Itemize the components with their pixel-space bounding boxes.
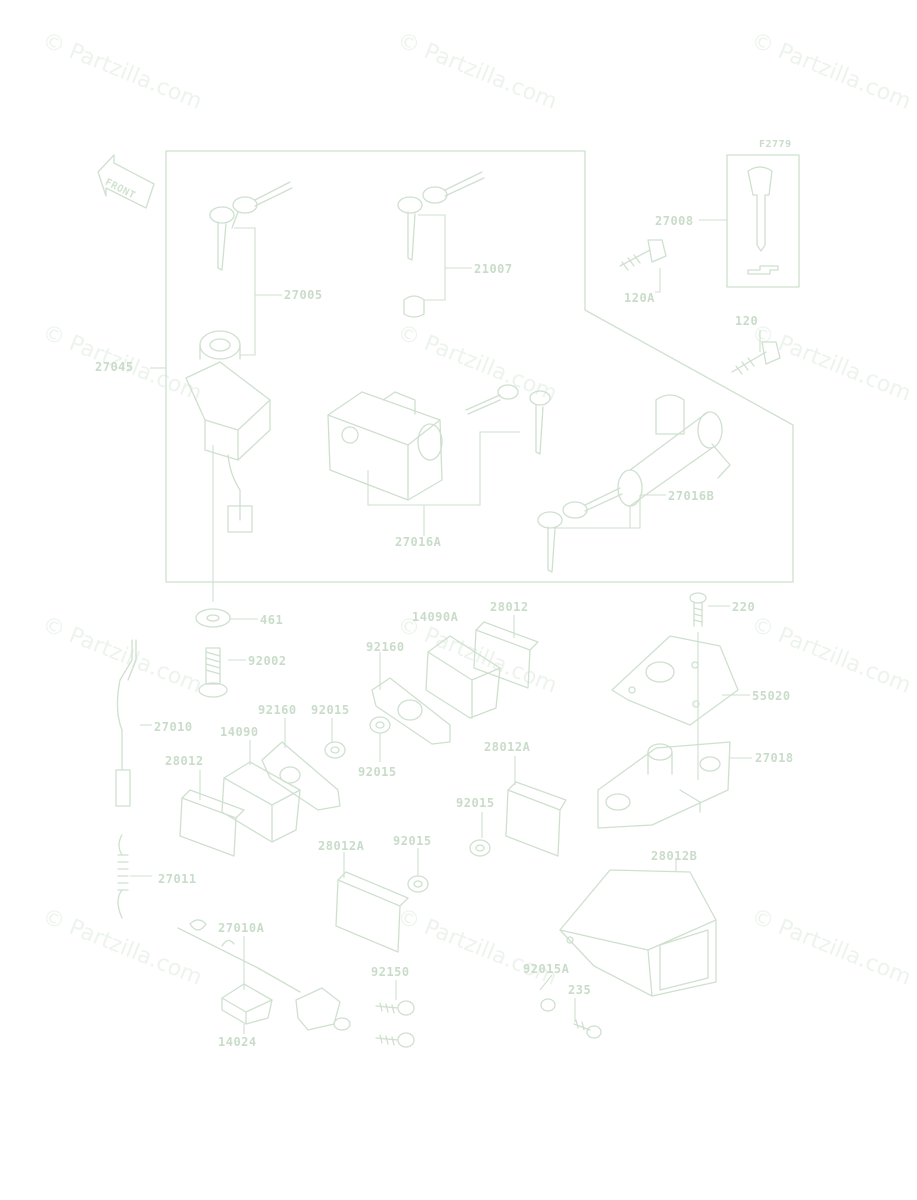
cover-28012B	[559, 869, 717, 997]
part-label-461[interactable]: 461	[260, 613, 284, 627]
nut-92015-a	[324, 741, 346, 759]
part-label-14024[interactable]: 14024	[218, 1035, 257, 1049]
lens-28012-left	[179, 789, 245, 857]
part-label-92002[interactable]: 92002	[248, 654, 287, 668]
part-label-92150[interactable]: 92150	[371, 965, 410, 979]
wire-27010	[115, 639, 137, 807]
housing-14090A	[425, 635, 501, 719]
part-label-27005[interactable]: 27005	[284, 288, 323, 302]
part-label-27016A[interactable]: 27016A	[395, 535, 442, 549]
key-27005	[209, 181, 293, 271]
screw-235	[573, 1019, 602, 1039]
part-label-92015A[interactable]: 92015A	[523, 962, 570, 976]
nut-92015-b	[369, 716, 391, 734]
screw-92150-a	[375, 1000, 415, 1016]
part-label-92160-mid[interactable]: 92160	[258, 703, 297, 717]
part-label-92015-a[interactable]: 92015	[311, 703, 350, 717]
switch-assembly	[295, 987, 351, 1031]
part-label-55020[interactable]: 55020	[752, 689, 791, 703]
housing-14090	[221, 761, 301, 843]
washer-461	[195, 608, 231, 628]
nut-92015A	[540, 998, 556, 1012]
frame-outline	[165, 150, 794, 583]
lock-27016B	[617, 394, 731, 507]
bracket-27018	[597, 741, 731, 829]
bolt-92002	[198, 647, 228, 698]
part-label-28012-left[interactable]: 28012	[165, 754, 204, 768]
plate-55020	[611, 635, 739, 726]
part-label-92015-c[interactable]: 92015	[456, 796, 495, 810]
nut-92015-d	[407, 875, 429, 893]
nut-92015-c	[469, 839, 491, 857]
part-label-120[interactable]: 120	[735, 314, 759, 328]
part-label-120A[interactable]: 120A	[624, 291, 655, 305]
part-label-28012A-mid[interactable]: 28012A	[318, 839, 365, 853]
part-label-28012-top[interactable]: 28012	[490, 600, 529, 614]
screw-220	[689, 592, 707, 627]
part-label-28012B[interactable]: 28012B	[651, 849, 698, 863]
bracket-92160-mid	[261, 741, 341, 811]
lens-28012-top	[473, 621, 539, 689]
screw-120	[731, 341, 781, 375]
screw-120A	[619, 239, 667, 271]
part-label-27018[interactable]: 27018	[755, 751, 794, 765]
wire-27010A	[177, 919, 301, 993]
part-label-220[interactable]: 220	[732, 600, 756, 614]
part-label-14090A[interactable]: 14090A	[412, 610, 459, 624]
part-label-27010[interactable]: 27010	[154, 720, 193, 734]
key-21007	[397, 171, 485, 261]
leader-lines	[130, 214, 761, 1034]
part-label-92015-b[interactable]: 92015	[358, 765, 397, 779]
screw-92150-b	[375, 1032, 415, 1048]
part-label-27045[interactable]: 27045	[95, 360, 134, 374]
part-label-27008[interactable]: 27008	[655, 214, 694, 228]
spring-27011	[117, 834, 129, 919]
part-label-14090[interactable]: 14090	[220, 725, 259, 739]
key-icon	[747, 166, 773, 252]
part-label-27011[interactable]: 27011	[158, 872, 197, 886]
part-label-21007[interactable]: 21007	[474, 262, 513, 276]
front-arrow	[97, 154, 155, 209]
diagram-code: F2779	[759, 139, 792, 150]
lock-27016A	[327, 391, 443, 501]
part-label-27010A[interactable]: 27010A	[218, 921, 265, 935]
lens-28012A-right	[505, 781, 567, 857]
part-label-92160-top[interactable]: 92160	[366, 640, 405, 654]
bracket-92160-top	[371, 677, 451, 745]
switch-14024	[221, 983, 273, 1025]
part-label-28012A-right[interactable]: 28012A	[484, 740, 531, 754]
lens-28012A-mid	[335, 871, 409, 953]
part-label-27016B[interactable]: 27016B	[668, 489, 715, 503]
part-label-92015-d[interactable]: 92015	[393, 834, 432, 848]
key-box	[726, 154, 800, 288]
ignition-switch	[185, 330, 271, 533]
part-label-235[interactable]: 235	[568, 983, 592, 997]
